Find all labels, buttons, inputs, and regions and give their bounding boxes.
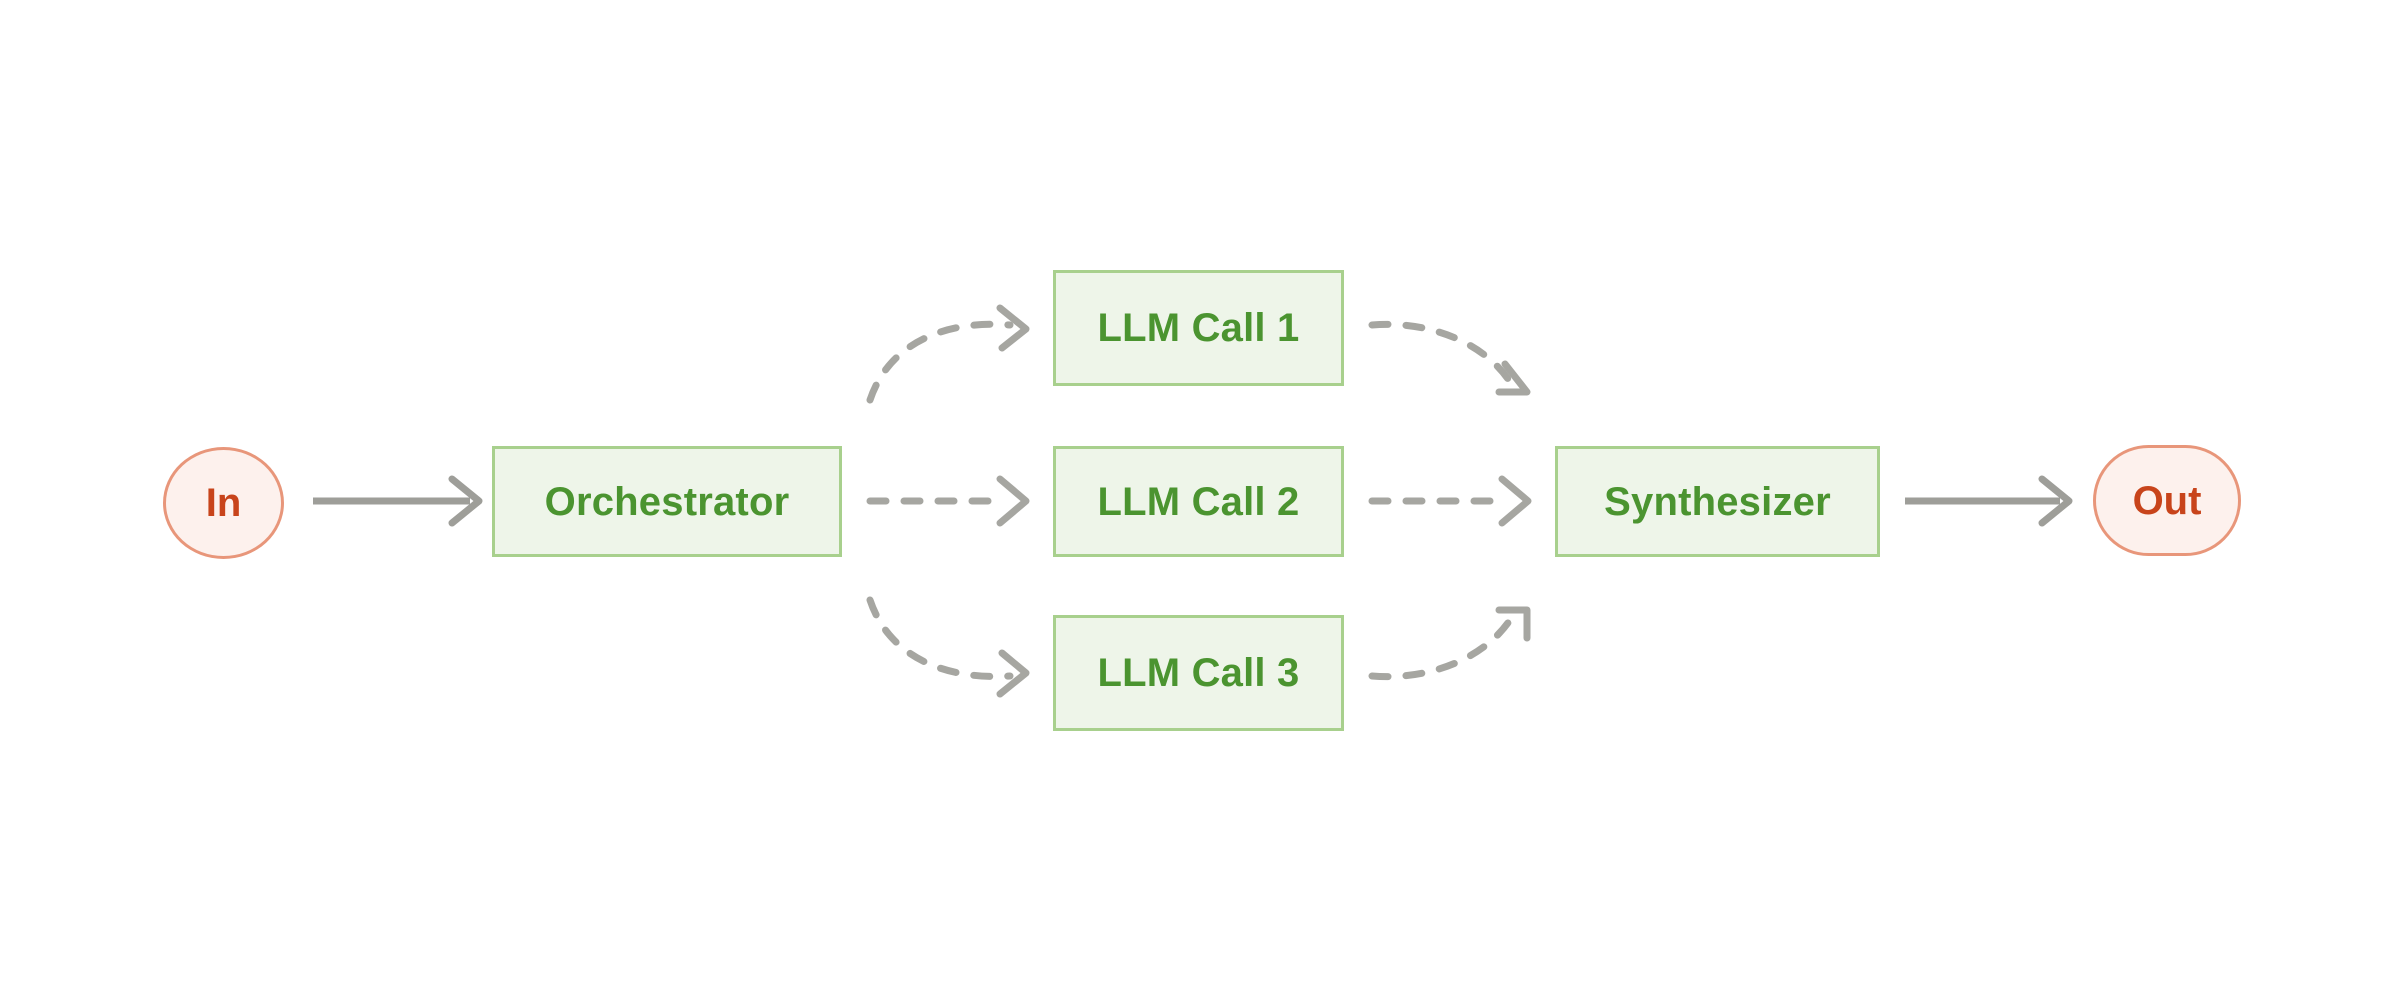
node-synthesizer-label: Synthesizer (1604, 479, 1831, 524)
node-out-label: Out (2132, 478, 2202, 523)
node-llm-call-1-label: LLM Call 1 (1097, 306, 1300, 350)
edge-llm-call-1-to-synthesizer (1368, 320, 1531, 396)
edge-llm-call-2-to-synthesizer (1368, 475, 1532, 527)
node-orchestrator[interactable]: Orchestrator (492, 446, 842, 557)
edge-orchestrator-to-llm-call-3 (866, 596, 1030, 698)
node-llm-call-1[interactable]: LLM Call 1 (1053, 270, 1344, 386)
edge-llm-call-3-to-synthesizer (1368, 606, 1531, 681)
node-out[interactable]: Out (2093, 445, 2241, 556)
edge-orchestrator-to-llm-call-1 (866, 304, 1030, 404)
node-llm-call-3[interactable]: LLM Call 3 (1053, 615, 1344, 731)
node-synthesizer[interactable]: Synthesizer (1555, 446, 1880, 557)
node-llm-call-2-label: LLM Call 2 (1097, 479, 1300, 524)
edge-in-to-orchestrator (313, 475, 483, 527)
node-in[interactable]: In (163, 447, 284, 559)
node-in-label: In (205, 481, 242, 525)
node-llm-call-3-label: LLM Call 3 (1097, 651, 1300, 695)
edge-synthesizer-to-out (1905, 475, 2073, 527)
node-orchestrator-label: Orchestrator (544, 479, 790, 524)
node-llm-call-2[interactable]: LLM Call 2 (1053, 446, 1344, 557)
edge-orchestrator-to-llm-call-2 (866, 475, 1030, 527)
